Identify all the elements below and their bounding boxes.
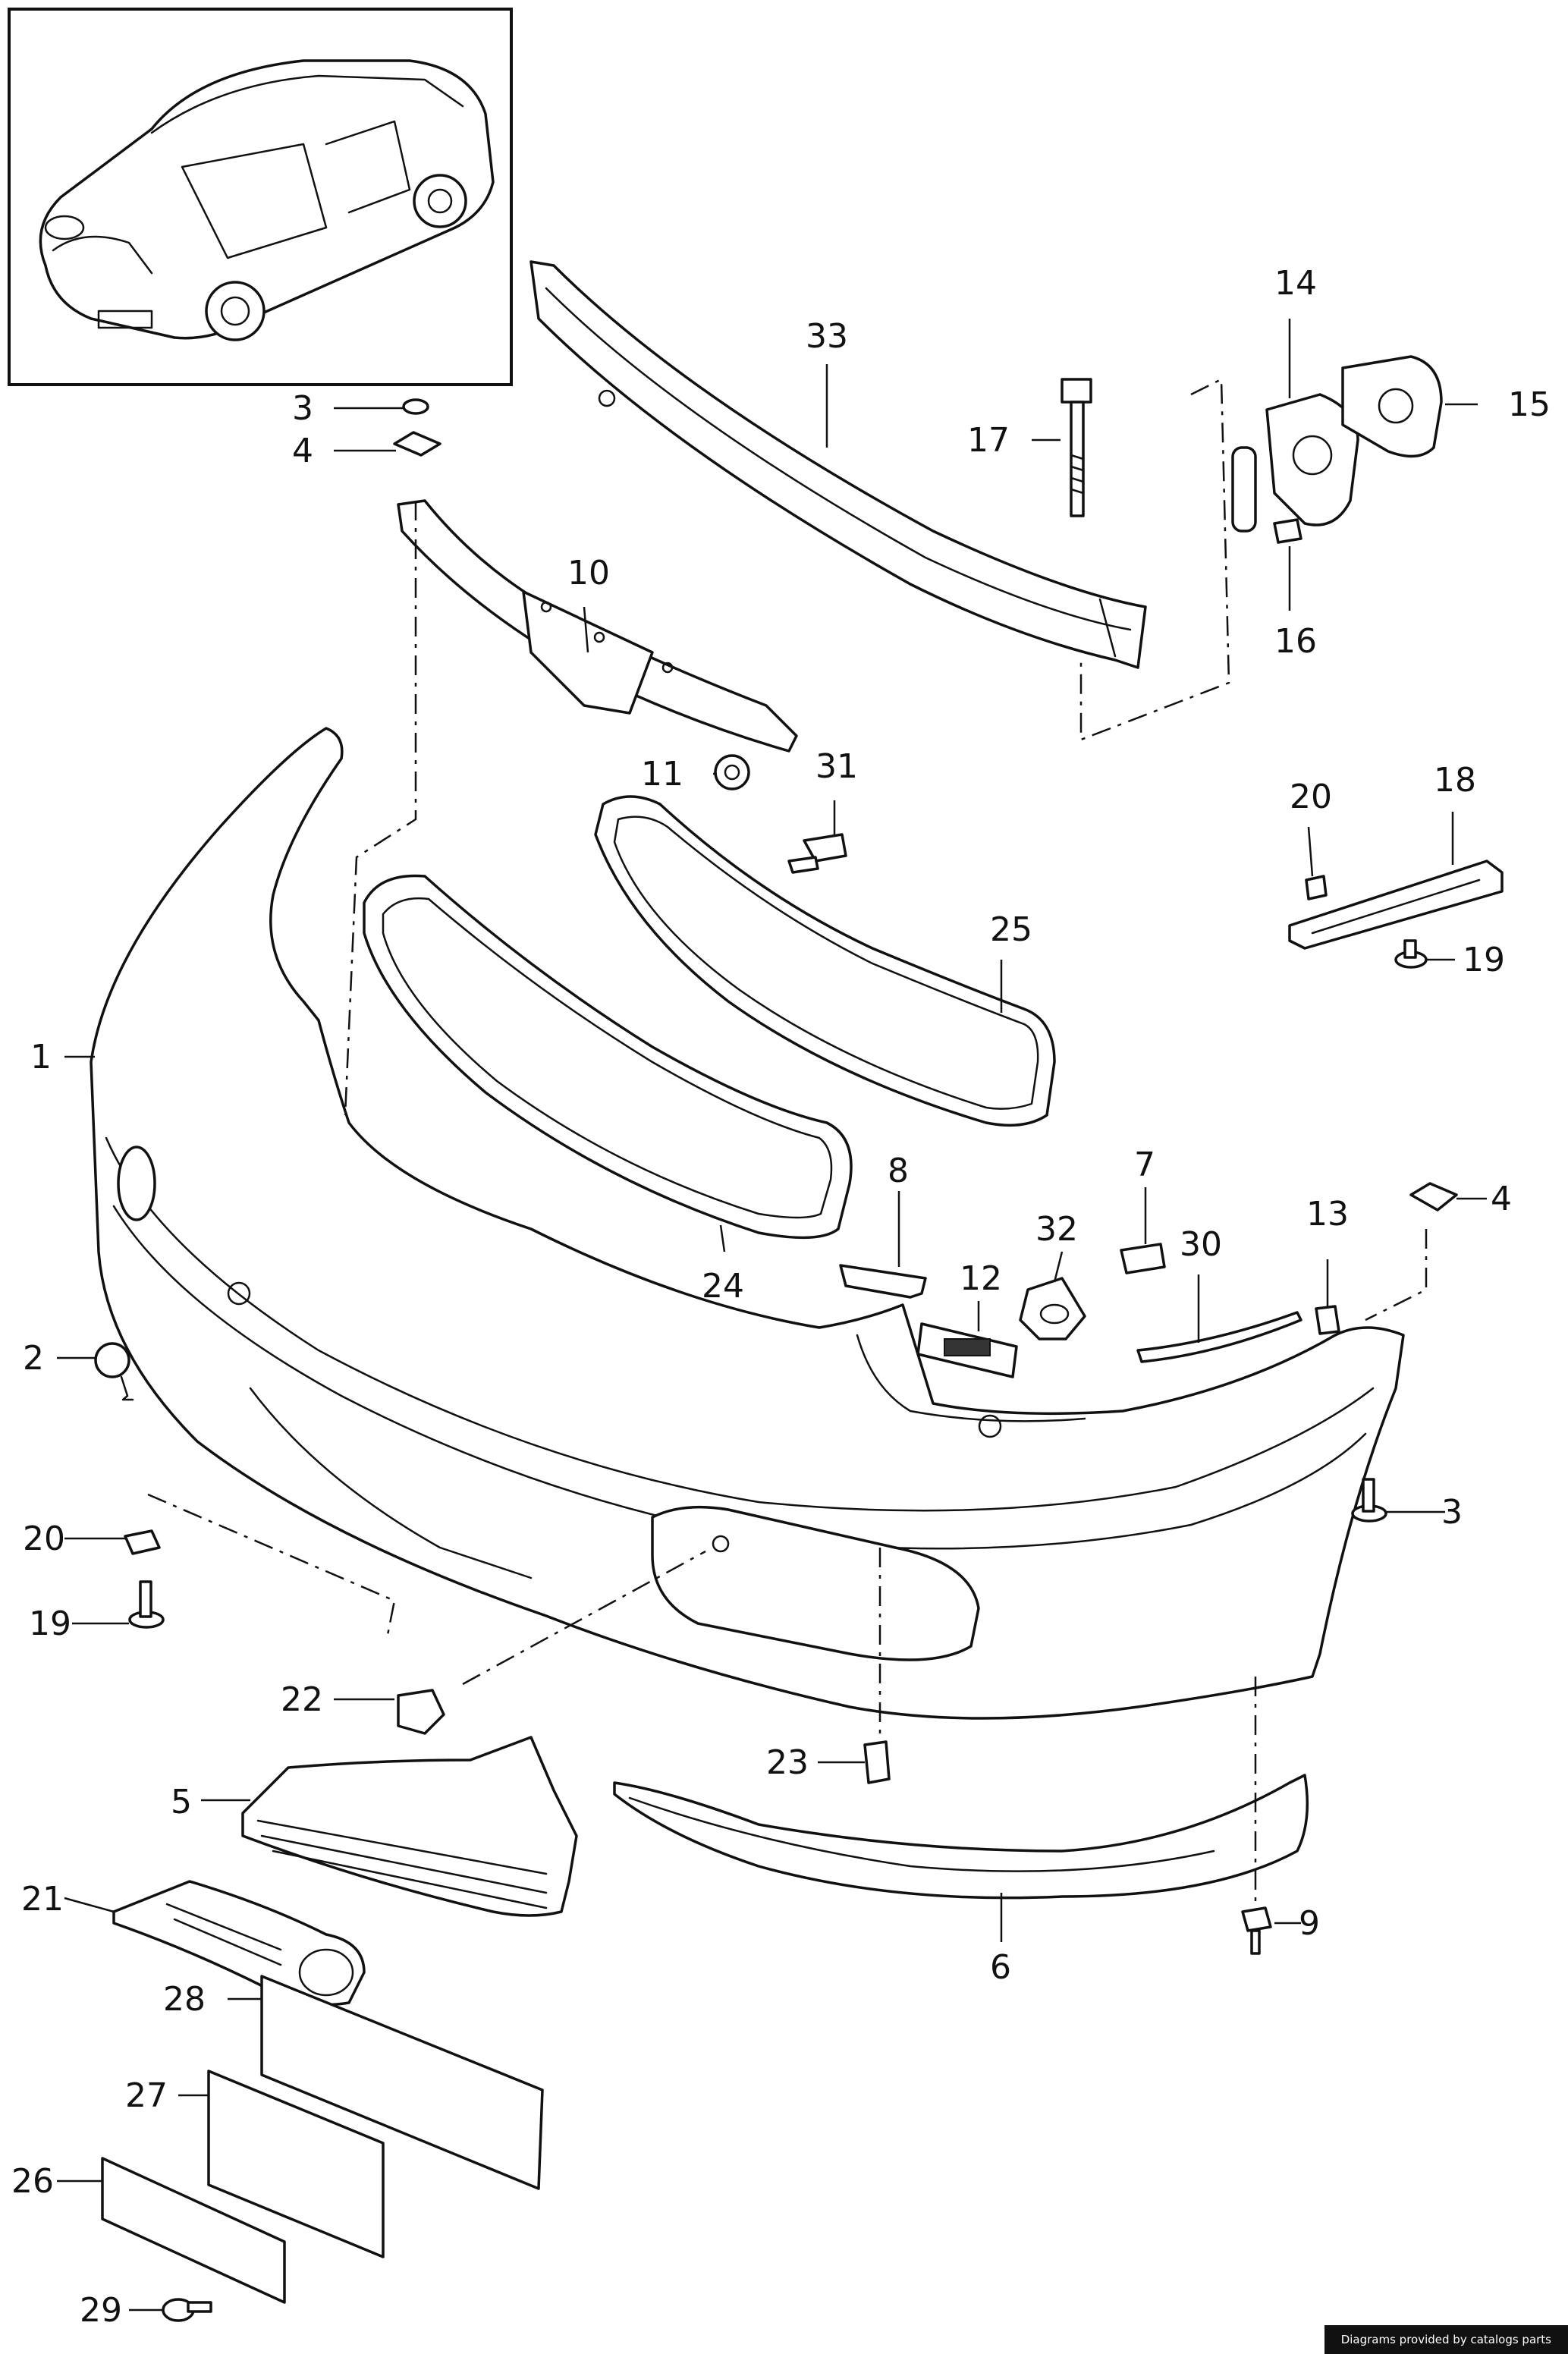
callout-25: 25	[990, 910, 1032, 949]
callout-4-right: 4	[1491, 1180, 1512, 1218]
callout-20-left: 20	[23, 1520, 65, 1558]
part-15-plate	[1341, 355, 1443, 458]
leader-lines	[57, 319, 1487, 2312]
part-11-nut	[714, 754, 750, 790]
part-9-clip	[1241, 1906, 1272, 1955]
callout-28: 28	[163, 1980, 206, 2019]
part-27-plate	[207, 2070, 385, 2258]
callout-9: 9	[1299, 1904, 1320, 1943]
callout-3-top: 3	[292, 389, 313, 428]
part-2-cap	[94, 1342, 134, 1401]
part-8-clip	[839, 1264, 927, 1299]
callout-2: 2	[23, 1339, 44, 1378]
part-22-grommet	[397, 1689, 445, 1735]
assembly-lines	[147, 378, 1428, 1904]
callout-21: 21	[21, 1880, 64, 1919]
part-23-clip	[863, 1740, 891, 1784]
callout-4-top: 4	[292, 432, 313, 470]
part-30-strip	[1136, 1311, 1302, 1363]
part-4-clip-top	[393, 431, 441, 457]
part-7-clip	[1120, 1243, 1166, 1274]
part-19-screw-left	[128, 1580, 165, 1629]
part-28-plate	[260, 1975, 544, 2190]
part-3-screw-right	[1351, 1478, 1387, 1523]
callout-29: 29	[80, 2291, 122, 2330]
callout-12: 12	[960, 1259, 1002, 1298]
callout-5: 5	[171, 1783, 192, 1821]
credit-badge: Diagrams provided by catalogs parts	[1324, 2325, 1568, 2354]
part-20-clip-left	[124, 1529, 161, 1555]
part-17-bolt	[1061, 378, 1092, 517]
callout-14: 14	[1274, 264, 1317, 303]
part-16-bolt	[1273, 518, 1302, 544]
callout-8: 8	[888, 1152, 909, 1190]
callout-22: 22	[281, 1680, 323, 1719]
part-31-clip	[787, 833, 847, 874]
callout-20-right: 20	[1290, 778, 1332, 816]
part-33-impact-beam	[529, 260, 1147, 669]
part-25-frame	[594, 795, 1056, 1127]
callout-1: 1	[30, 1038, 52, 1076]
callout-10: 10	[567, 554, 610, 592]
part-21-trim	[112, 1880, 366, 2007]
callout-17: 17	[967, 421, 1010, 460]
part-32-mount	[1019, 1277, 1086, 1340]
callouts: 1 2 3 3 4 4 5 6 7 8 9 10 11 12 13 14 15 …	[11, 264, 1551, 2330]
callout-19-left: 19	[29, 1604, 71, 1643]
callout-33: 33	[806, 317, 848, 356]
part-13-clip	[1315, 1305, 1340, 1335]
part-1-bumper-cover	[90, 727, 1405, 1720]
callout-13: 13	[1306, 1195, 1349, 1234]
callout-19-right: 19	[1463, 941, 1505, 979]
part-4-clip-right	[1409, 1182, 1458, 1212]
callout-18: 18	[1434, 761, 1476, 800]
part-19-screw-right	[1394, 939, 1428, 969]
part-12-bracket	[916, 1322, 1018, 1378]
callout-23: 23	[766, 1743, 809, 1782]
callout-3-right: 3	[1441, 1493, 1463, 1532]
callout-6: 6	[990, 1948, 1011, 1987]
vehicle-overview-inset	[8, 8, 513, 386]
callout-27: 27	[125, 2076, 168, 2115]
part-10-bracket	[397, 499, 798, 753]
callout-11: 11	[641, 755, 683, 794]
part-5-lower-grille	[241, 1736, 578, 1917]
callout-7: 7	[1134, 1146, 1155, 1184]
callout-26: 26	[11, 2162, 54, 2201]
part-24-frame	[363, 874, 853, 1240]
part-26-plate	[101, 2157, 286, 2304]
part-29-screw	[162, 2298, 212, 2322]
callout-24: 24	[702, 1267, 744, 1306]
callout-32: 32	[1035, 1210, 1078, 1249]
part-14-mount	[1231, 393, 1359, 533]
part-20-clip-right	[1305, 875, 1328, 900]
callout-30: 30	[1180, 1225, 1222, 1264]
callout-31: 31	[815, 747, 858, 786]
callout-16: 16	[1274, 622, 1317, 661]
part-6-spoiler	[613, 1774, 1309, 1900]
part-3-clip-top	[402, 398, 429, 415]
part-18-guide	[1288, 860, 1504, 950]
callout-15: 15	[1508, 385, 1551, 424]
